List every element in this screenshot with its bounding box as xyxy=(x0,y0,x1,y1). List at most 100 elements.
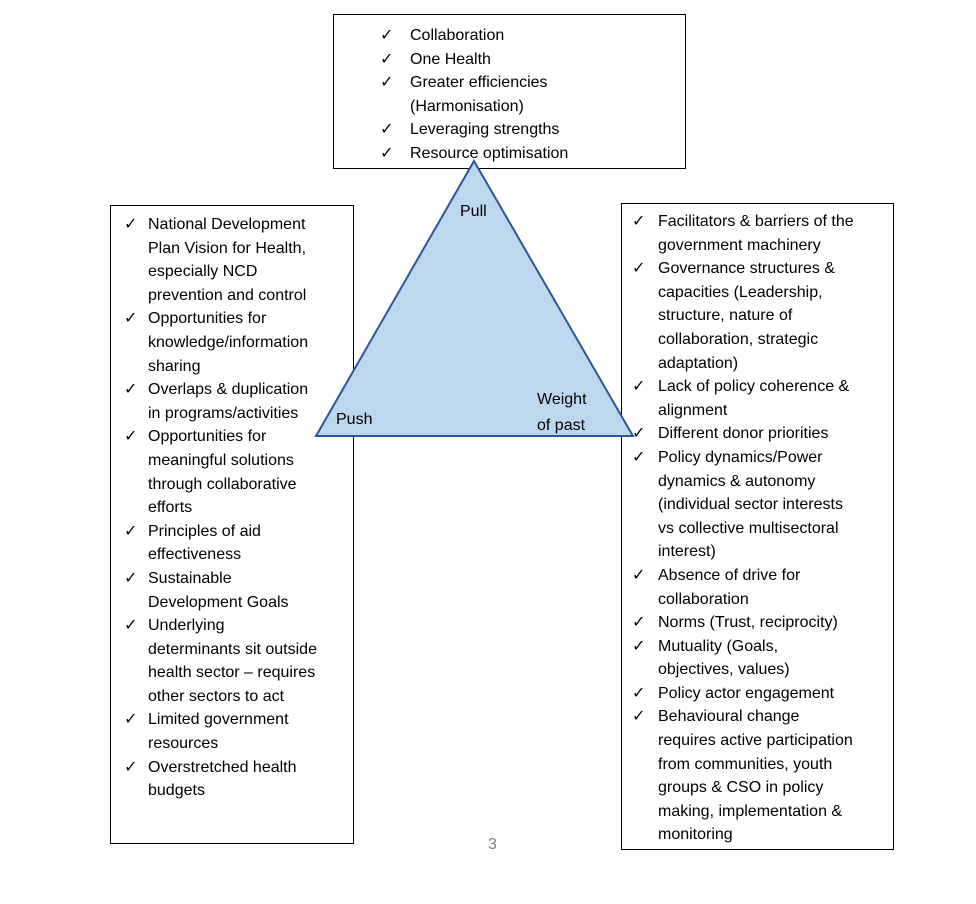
check-icon: ✓ xyxy=(124,711,138,729)
weight-label: Weight xyxy=(537,391,587,408)
item-line: budgets xyxy=(148,782,205,800)
check-icon: ✓ xyxy=(632,260,646,278)
item-text: Resource optimisation xyxy=(410,142,568,166)
push-label: Push xyxy=(336,411,373,428)
item-text: One Health xyxy=(410,48,491,72)
item-line: health sector – requires xyxy=(148,664,316,682)
item-line: Absence of drive for xyxy=(658,566,801,584)
item-line: Resource optimisation xyxy=(410,144,569,162)
item-text: Governance structures & capacities (Leade… xyxy=(658,257,835,375)
check-icon: ✓ xyxy=(380,74,394,92)
of-past-label: of past xyxy=(537,417,586,434)
item-text: Underlying determinants sit outside health… xyxy=(148,614,317,708)
item-line: Behavioural change xyxy=(658,708,800,726)
list-item: ✓ One Health xyxy=(334,48,685,72)
item-line: Collaboration xyxy=(410,27,505,44)
list-item: ✓Leveraging strengths xyxy=(334,118,685,142)
item-line: adaptation) xyxy=(658,354,739,372)
item-line: Greater efficiencies xyxy=(410,74,548,92)
list-item: ✓ Norms (Trust, reciprocity) xyxy=(622,611,893,635)
item-line: collaboration, strategic xyxy=(658,330,819,348)
item-line: Sustainable xyxy=(148,569,232,587)
list-item: ✓ Policy actor engagement xyxy=(622,682,893,706)
item-line: determinants sit outside xyxy=(148,640,317,658)
item-line: making, implementation & xyxy=(658,802,843,820)
item-line: One Health xyxy=(410,50,491,68)
item-line: resources xyxy=(148,735,219,753)
item-line: Governance structures & xyxy=(658,260,835,278)
item-line: National Development xyxy=(148,216,306,233)
list-item: ✓ Facilitators & barriers of the governmen… xyxy=(622,210,893,257)
item-line: Policy actor engagement xyxy=(658,684,835,702)
item-line: in programs/activities xyxy=(148,404,299,422)
item-line: Principles of aid xyxy=(148,522,261,540)
list-item: ✓ Greater efficiencies(Harmonisation) xyxy=(334,71,685,118)
item-line: structure, nature of xyxy=(658,307,793,325)
check-icon: ✓ xyxy=(632,213,646,230)
item-line: government machinery xyxy=(658,236,821,254)
item-text: Collaboration xyxy=(410,24,504,48)
check-icon: ✓ xyxy=(380,50,394,68)
item-text: Leveraging strengths xyxy=(410,118,559,142)
item-line: monitoring xyxy=(658,826,733,844)
item-line: Facilitators & barriers of the xyxy=(658,213,854,230)
item-line: Opportunities for xyxy=(148,428,267,446)
page-number: 3 xyxy=(488,836,497,853)
triangle-shape xyxy=(314,158,635,437)
list-item: ✓Collaboration xyxy=(334,24,685,48)
check-icon: ✓ xyxy=(632,684,646,702)
check-icon: ✓ xyxy=(124,428,138,446)
item-text: Norms (Trust, reciprocity) xyxy=(658,611,838,635)
list-item: ✓ Governance structures & capacities (Lead… xyxy=(622,257,893,375)
item-text: Principles of aid effectiveness xyxy=(148,520,261,567)
list-item: ✓ Mutuality (Goals,objectives, values) xyxy=(622,635,893,682)
check-icon: ✓ xyxy=(632,425,646,443)
check-icon: ✓ xyxy=(632,614,646,632)
item-text: Lack of policy coherence & alignment xyxy=(658,375,849,422)
item-line: capacities (Leadership, xyxy=(658,283,823,301)
item-line: sharing xyxy=(148,357,201,375)
item-line: effectiveness xyxy=(148,546,242,564)
check-icon: ✓ xyxy=(124,310,138,328)
item-line: Underlying xyxy=(148,617,225,635)
item-text: Mutuality (Goals,objectives, values) xyxy=(658,635,790,682)
check-icon: ✓ xyxy=(632,637,646,655)
item-line: Limited government xyxy=(148,711,289,729)
item-line: groups & CSO in policy xyxy=(658,779,824,797)
list-item: ✓ Resource optimisation xyxy=(334,142,685,166)
item-text: Different donor priorities xyxy=(658,422,828,446)
check-icon: ✓ xyxy=(380,144,394,162)
item-text: Greater efficiencies(Harmonisation) xyxy=(410,71,548,118)
item-line: Lack of policy coherence & xyxy=(658,378,850,396)
check-icon: ✓ xyxy=(124,381,138,399)
weight-of-past-box: ✓ Facilitators & barriers of the governmen… xyxy=(621,203,894,850)
list-item: ✓ Different donor priorities xyxy=(622,422,893,446)
check-icon: ✓ xyxy=(632,566,646,584)
item-line: (individual sector interests xyxy=(658,496,843,514)
pull-label: Pull xyxy=(460,203,487,220)
item-line: alignment xyxy=(658,401,728,419)
item-line: Leveraging strengths xyxy=(410,121,560,139)
item-line: efforts xyxy=(148,499,193,517)
item-text: Behavioural change requires active partic… xyxy=(658,705,853,847)
check-icon: ✓ xyxy=(124,569,138,587)
item-line: meaningful solutions xyxy=(148,451,294,469)
item-line: knowledge/information xyxy=(148,333,309,351)
item-text: Overstretched health budgets xyxy=(148,756,297,803)
check-icon: ✓ xyxy=(124,216,138,233)
item-line: Overstretched health xyxy=(148,758,297,776)
item-line: requires active participation xyxy=(658,732,853,750)
